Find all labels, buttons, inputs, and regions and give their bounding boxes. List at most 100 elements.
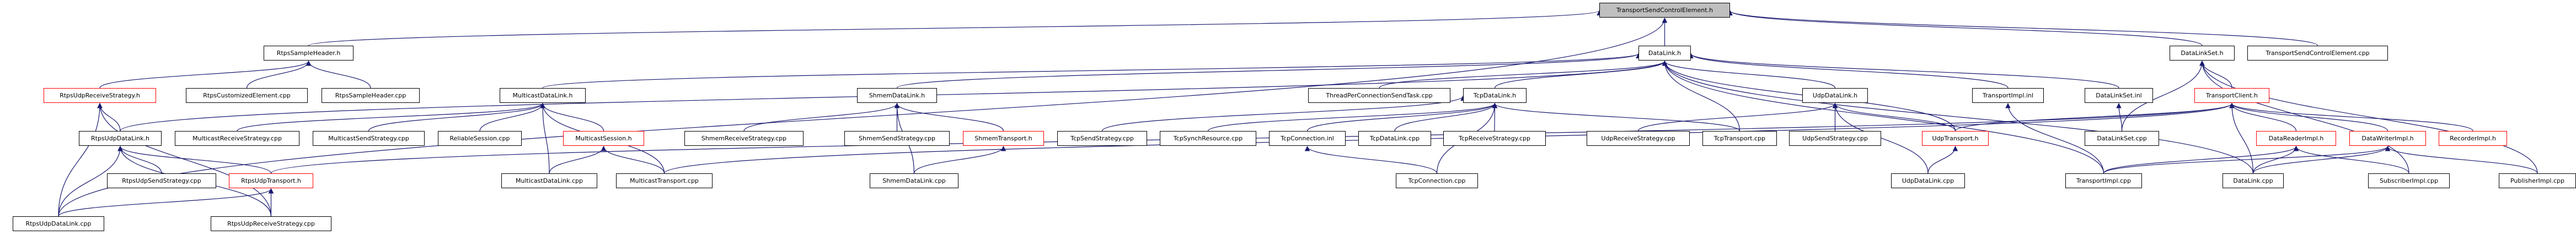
graph-node-rtps-udp-datalink-h[interactable]: RtpsUdpDataLink.h (79, 131, 162, 146)
edge-multicast-session-h-to-multicast-datalink-h (540, 103, 604, 132)
graph-node-rtps-udp-recv-strat-h[interactable]: RtpsUdpReceiveStrategy.h (44, 88, 156, 103)
graph-node-tcp-transport-cpp[interactable]: TcpTransport.cpp (1702, 131, 1777, 146)
edge-transport-impl-inl-to-datalink-h (1688, 53, 2009, 89)
graph-node-rtps-udp-datalink-cpp[interactable]: RtpsUdpDataLink.cpp (13, 216, 104, 231)
edge-rtps-udp-datalink-cpp-to-rtps-udp-transport-h (58, 188, 274, 217)
edge-thread-per-conn-cpp-to-datalink-h (1379, 61, 1668, 89)
graph-node-transport-impl-cpp[interactable]: TransportImpl.cpp (2065, 173, 2142, 188)
graph-node-datalink-cpp[interactable]: DataLink.cpp (2222, 173, 2284, 188)
graph-node-thread-per-conn-cpp[interactable]: ThreadPerConnectionSendTask.cpp (1308, 88, 1450, 103)
edge-shmem-datalink-cpp-to-shmem-transport-h (913, 146, 1006, 174)
edge-datalink-cpp-to-transport-client-h (2229, 103, 2254, 174)
edge-recorder-impl-h-to-transport-client-h (2229, 103, 2473, 132)
graph-node-subscriber-impl-cpp[interactable]: SubscriberImpl.cpp (2368, 173, 2450, 188)
graph-node-datawriter-impl-h[interactable]: DataWriterImpl.h (2349, 131, 2426, 146)
graph-node-multicast-recv-strat-cpp[interactable]: MulticastReceiveStrategy.cpp (175, 131, 299, 146)
graph-node-tsce-cpp[interactable]: TransportSendControlElement.cpp (2247, 46, 2388, 61)
graph-node-shmem-recv-strat-cpp[interactable]: ShmemReceiveStrategy.cpp (684, 131, 804, 146)
edge-subscriber-impl-cpp-to-datareader-impl-h (2293, 146, 2409, 174)
graph-node-rtps-udp-transport-h[interactable]: RtpsUdpTransport.h (229, 173, 313, 188)
edge-tcp-datalink-h-to-datalink-h (1494, 61, 1668, 89)
edge-multicast-datalink-h-to-datalink-h (542, 53, 1641, 89)
graph-node-multicast-session-h[interactable]: MulticastSession.h (563, 131, 644, 146)
edge-tcp-transport-cpp-to-tcp-datalink-h (1492, 103, 1740, 132)
graph-node-udp-send-strat-cpp[interactable]: UdpSendStrategy.cpp (1789, 131, 1881, 146)
graph-node-tcp-send-strat-cpp[interactable]: TcpSendStrategy.cpp (1057, 131, 1147, 146)
edge-transport-impl-cpp-to-datareader-impl-h (2103, 146, 2299, 174)
edge-reliable-session-cpp-to-multicast-datalink-h (479, 103, 545, 132)
edge-rtps-sample-header-h-to-tsce-h (308, 10, 1602, 46)
graph-node-datalinkset-h[interactable]: DataLinkSet.h (2170, 46, 2235, 61)
edge-tcp-synch-res-cpp-to-tcp-datalink-h (1207, 103, 1498, 132)
edge-transport-impl-cpp-to-datawriter-impl-h (2103, 146, 2391, 174)
graph-node-rtps-sample-header-h[interactable]: RtpsSampleHeader.h (264, 46, 354, 61)
graph-node-rtps-udp-send-strat-cpp[interactable]: RtpsUdpSendStrategy.cpp (107, 173, 216, 188)
edge-rtps-udp-datalink-cpp-to-rtps-udp-datalink-h (58, 146, 123, 217)
edge-rtps-customized-cpp-to-rtps-sample-header-h (246, 61, 312, 89)
edge-rtps-udp-datalink-h-to-rtps-udp-recv-strat-h (97, 103, 121, 132)
graph-node-udp-recv-strat-cpp[interactable]: UdpReceiveStrategy.cpp (1587, 131, 1690, 146)
edge-udp-datalink-cpp-to-udp-datalink-h (1832, 103, 1929, 174)
edge-shmem-datalink-h-to-datalink-h (896, 53, 1641, 89)
graph-node-multicast-transport-cpp[interactable]: MulticastTransport.cpp (616, 173, 713, 188)
edge-rtps-udp-recv-strat-h-to-rtps-sample-header-h (99, 61, 312, 89)
graph-node-udp-datalink-cpp[interactable]: UdpDataLink.cpp (1891, 173, 1965, 188)
graph-node-reliable-session-cpp[interactable]: ReliableSession.cpp (438, 131, 522, 146)
graph-node-udp-datalink-h[interactable]: UdpDataLink.h (1802, 88, 1868, 103)
edge-udp-transport-h-to-udp-datalink-h (1832, 103, 1956, 132)
edge-datalinkset-cpp-to-datalinkset-inl (2116, 103, 2123, 132)
edge-udp-recv-strat-cpp-to-udp-datalink-h (1637, 103, 1838, 132)
graph-node-datalink-h[interactable]: DataLink.h (1638, 46, 1691, 61)
graph-node-tcp-connection-cpp[interactable]: TcpConnection.cpp (1396, 173, 1478, 188)
edge-datalinkset-inl-to-datalink-h (1688, 53, 2119, 89)
graph-node-rtps-udp-recv-strat-cpp[interactable]: RtpsUdpReceiveStrategy.cpp (211, 216, 331, 231)
edge-tcp-connection-inl-to-tcp-datalink-h (1306, 103, 1498, 132)
graph-node-tcp-connection-inl[interactable]: TcpConnection.inl (1269, 131, 1346, 146)
graph-node-datareader-impl-h[interactable]: DataReaderImpl.h (2256, 131, 2336, 146)
graph-node-tcp-synch-res-cpp[interactable]: TcpSynchResource.cpp (1160, 131, 1256, 146)
edge-tcp-transport-cpp-to-datalink-h (1662, 61, 1740, 132)
edge-transport-impl-cpp-to-transport-impl-inl (2005, 103, 2104, 174)
edge-tsce-cpp-to-tsce-h (1727, 10, 2318, 46)
edge-datalink-cpp-to-datawriter-impl-h (2252, 146, 2391, 174)
edge-tcp-datalink-cpp-to-tcp-datalink-h (1394, 103, 1498, 132)
graph-node-shmem-datalink-h[interactable]: ShmemDataLink.h (857, 88, 937, 103)
graph-node-shmem-transport-h[interactable]: ShmemTransport.h (963, 131, 1044, 146)
edge-multicast-transport-cpp-to-multicast-session-h (601, 146, 665, 174)
graph-node-datalinkset-inl[interactable]: DataLinkSet.inl (2085, 88, 2153, 103)
graph-node-recorder-impl-h[interactable]: RecorderImpl.h (2439, 131, 2507, 146)
edge-publisher-impl-cpp-to-datalinkset-h (2199, 61, 2538, 174)
edge-udp-datalink-cpp-to-udp-transport-h (1927, 146, 1958, 174)
edge-tcp-connection-cpp-to-tcp-connection-inl (1304, 146, 1438, 174)
edge-udp-datalink-h-to-datalink-h (1662, 61, 1836, 89)
graph-node-multicast-send-strat-cpp[interactable]: MulticastSendStrategy.cpp (313, 131, 425, 146)
graph-node-datalinkset-cpp[interactable]: DataLinkSet.cpp (2085, 131, 2159, 146)
graph-node-publisher-impl-cpp[interactable]: PublisherImpl.cpp (2499, 173, 2576, 188)
edge-subscriber-impl-cpp-to-datalinkset-h (2199, 61, 2409, 174)
edge-multicast-recv-strat-cpp-to-multicast-datalink-h (237, 103, 545, 132)
graph-node-transport-client-h[interactable]: TransportClient.h (2194, 88, 2269, 103)
graph-node-shmem-send-strat-cpp[interactable]: ShmemSendStrategy.cpp (844, 131, 950, 146)
edge-rtps-sample-header-cpp-to-rtps-sample-header-h (306, 61, 371, 89)
edge-transport-impl-cpp-to-datalink-h (1662, 61, 2104, 174)
graph-node-rtps-customized-cpp[interactable]: RtpsCustomizedElement.cpp (186, 88, 308, 103)
graph-node-rtps-sample-header-cpp[interactable]: RtpsSampleHeader.cpp (322, 88, 420, 103)
graph-node-udp-transport-h[interactable]: UdpTransport.h (1922, 131, 1989, 146)
graph-node-transport-impl-inl[interactable]: TransportImpl.inl (1972, 88, 2044, 103)
edge-udp-transport-h-to-transport-client-h (1954, 103, 2235, 132)
graph-node-tsce-h: TransportSendControlElement.h (1599, 3, 1730, 18)
graph-node-multicast-datalink-h[interactable]: MulticastDataLink.h (500, 88, 586, 103)
graph-node-shmem-datalink-cpp[interactable]: ShmemDataLink.cpp (870, 173, 958, 188)
graph-node-multicast-datalink-cpp[interactable]: MulticastDataLink.cpp (501, 173, 597, 188)
edge-datalinkset-cpp-to-datalinkset-h (2121, 61, 2205, 132)
edge-rtps-udp-recv-strat-cpp-to-rtps-udp-recv-strat-h (97, 103, 272, 217)
edge-multicast-send-strat-cpp-to-multicast-datalink-h (368, 103, 545, 132)
edge-rtps-udp-transport-h-to-rtps-udp-datalink-h (117, 146, 272, 174)
graph-node-tcp-recv-strat-cpp[interactable]: TcpReceiveStrategy.cpp (1443, 131, 1546, 146)
edge-shmem-recv-strat-cpp-to-shmem-datalink-h (743, 103, 900, 132)
graph-node-tcp-datalink-cpp[interactable]: TcpDataLink.cpp (1358, 131, 1431, 146)
graph-node-tcp-datalink-h[interactable]: TcpDataLink.h (1463, 88, 1527, 103)
edge-shmem-transport-h-to-shmem-datalink-h (894, 103, 1004, 132)
